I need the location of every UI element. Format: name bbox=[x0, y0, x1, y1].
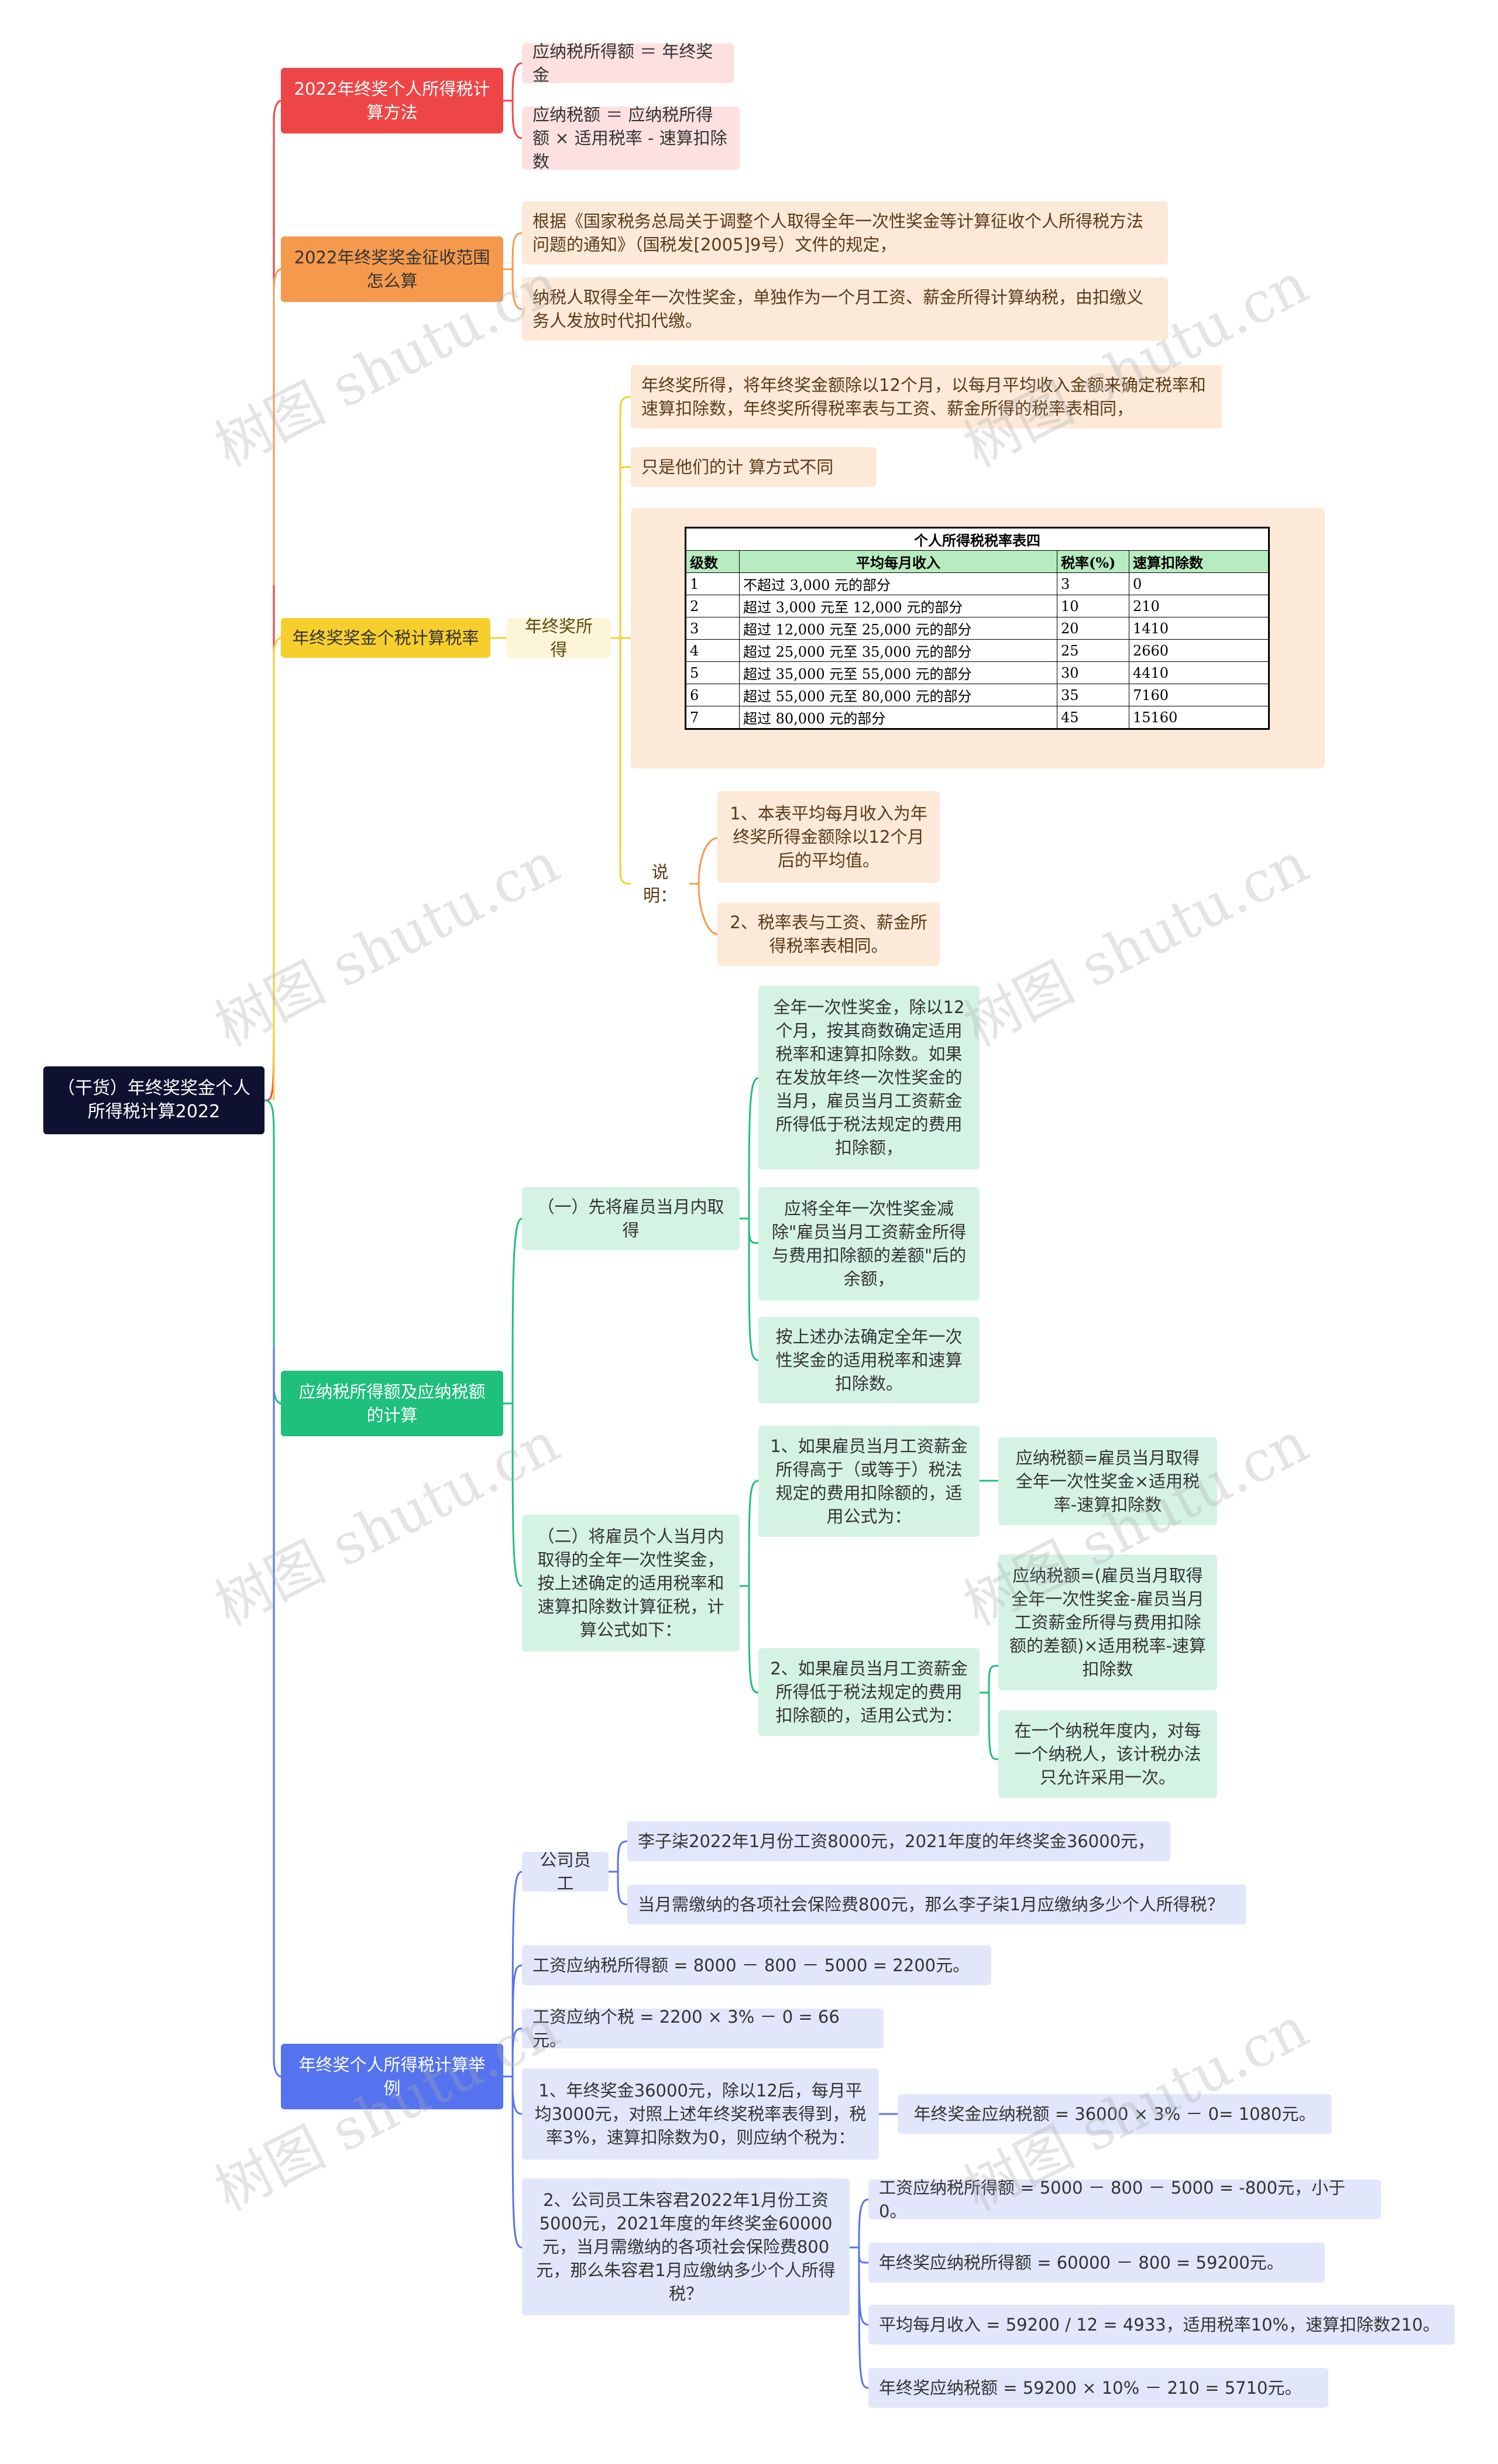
branch-rate[interactable]: 年终奖奖金个税计算税率 bbox=[281, 618, 490, 658]
table-cell: 5 bbox=[685, 661, 740, 684]
tax-table-header: 税率(%) bbox=[1057, 550, 1129, 573]
example-case2-monthly-average[interactable]: 平均每月收入 = 59200 / 12 = 4933，适用税率10%，速算扣除数… bbox=[868, 2305, 1455, 2345]
branch-scope[interactable]: 2022年终奖奖金征收范围怎么算 bbox=[281, 236, 503, 302]
example-case2-wage-taxable[interactable]: 工资应纳税所得额 = 5000 － 800 － 5000 = -800元，小于0… bbox=[868, 2178, 1381, 2221]
example-staff-salary[interactable]: 李子柒2022年1月份工资8000元，2021年度的年终奖金36000元， bbox=[627, 1821, 1170, 1861]
example-case1[interactable]: 1、年终奖金36000元，除以12后，每月平均3000元，对照上述年终奖税率表得… bbox=[522, 2068, 879, 2160]
branch-method[interactable]: 2022年终奖个人所得税计算方法 bbox=[281, 68, 503, 133]
scope-item-regulation[interactable]: 根据《国家税务总局关于调整个人取得全年一次性奖金等计算征收个人所得税方法问题的通… bbox=[522, 201, 1168, 265]
table-row: 2 超过 3,000 元至 12,000 元的部分 10 210 bbox=[685, 595, 1269, 617]
root-topic[interactable]: （干货）年终奖奖金个人所得税计算2022 bbox=[43, 1066, 264, 1134]
example-staff-question[interactable]: 当月需缴纳的各项社会保险费800元，那么李子柒1月应缴纳多少个人所得税？ bbox=[627, 1885, 1246, 1924]
table-cell: 4410 bbox=[1129, 661, 1269, 684]
calc-case1-condition[interactable]: 1、如果雇员当月工资薪金所得高于（或等于）税法规定的费用扣除额的，适用公式为： bbox=[758, 1426, 980, 1537]
tax-table-header: 级数 bbox=[685, 550, 740, 573]
table-cell: 210 bbox=[1129, 595, 1269, 617]
table-cell: 超过 3,000 元至 12,000 元的部分 bbox=[739, 595, 1057, 617]
table-cell: 6 bbox=[685, 684, 740, 706]
table-cell: 2660 bbox=[1129, 639, 1269, 662]
table-cell: 7160 bbox=[1129, 684, 1269, 706]
calc-case2-formula[interactable]: 应纳税额=(雇员当月取得全年一次性奖金-雇员当月工资薪金所得与费用扣除额的差额)… bbox=[998, 1554, 1217, 1690]
method-item-tax-formula[interactable]: 应纳税额 ＝ 应纳税所得额 × 适用税率 - 速算扣除数 bbox=[522, 105, 740, 171]
table-cell: 7 bbox=[685, 706, 740, 729]
method-item-taxable-income[interactable]: 应纳税所得额 ＝ 年终奖金 bbox=[522, 42, 734, 85]
table-cell: 15160 bbox=[1129, 706, 1269, 729]
table-cell: 2 bbox=[685, 595, 740, 617]
table-cell: 不超过 3,000 元的部分 bbox=[739, 572, 1057, 595]
table-row: 1 不超过 3,000 元的部分 3 0 bbox=[685, 572, 1269, 595]
table-cell: 1410 bbox=[1129, 617, 1269, 640]
example-wage-tax[interactable]: 工资应纳个税 = 2200 × 3% － 0 = 66元。 bbox=[522, 2007, 884, 2050]
table-row: 3 超过 12,000 元至 25,000 元的部分 20 1410 bbox=[685, 617, 1269, 640]
table-cell: 20 bbox=[1057, 617, 1129, 640]
table-cell: 10 bbox=[1057, 595, 1129, 617]
calc-case2-condition[interactable]: 2、如果雇员当月工资薪金所得低于税法规定的费用扣除额的，适用公式为： bbox=[758, 1648, 980, 1736]
branch-calc[interactable]: 应纳税所得额及应纳税额的计算 bbox=[281, 1371, 503, 1436]
table-cell: 超过 80,000 元的部分 bbox=[739, 706, 1057, 729]
table-cell: 0 bbox=[1129, 572, 1269, 595]
table-cell: 30 bbox=[1057, 661, 1129, 684]
tax-rate-table: 个人所得税税率表四 级数 平均每月收入 税率(%) 速算扣除数 1 不超过 3,… bbox=[685, 527, 1270, 730]
table-cell: 3 bbox=[685, 617, 740, 640]
rate-sub-annual-bonus[interactable]: 年终奖所得 bbox=[507, 616, 611, 660]
table-cell: 35 bbox=[1057, 684, 1129, 706]
rate-item-description[interactable]: 年终奖所得，将年终奖金额除以12个月，以每月平均收入金额来确定税率和速算扣除数，… bbox=[631, 365, 1222, 428]
table-row: 4 超过 25,000 元至 35,000 元的部分 25 2660 bbox=[685, 639, 1269, 662]
example-case1-result[interactable]: 年终奖金应纳税额 = 36000 × 3% － 0= 1080元。 bbox=[898, 2094, 1332, 2134]
example-wage-taxable[interactable]: 工资应纳税所得额 = 8000 － 800 － 5000 = 2200元。 bbox=[522, 1945, 991, 1985]
tax-table-caption: 个人所得税税率表四 bbox=[685, 527, 1269, 551]
calc-first-item-divide[interactable]: 全年一次性奖金，除以12个月，按其商数确定适用税率和速算扣除数。如果在发放年终一… bbox=[758, 986, 980, 1169]
calc-first-step[interactable]: （一）先将雇员当月内取得 bbox=[522, 1187, 740, 1250]
table-cell: 25 bbox=[1057, 639, 1129, 662]
table-cell: 1 bbox=[685, 572, 740, 595]
example-case2[interactable]: 2、公司员工朱容君2022年1月份工资5000元，2021年度的年终奖金6000… bbox=[522, 2178, 850, 2315]
table-cell: 3 bbox=[1057, 572, 1129, 595]
table-cell: 超过 35,000 元至 55,000 元的部分 bbox=[739, 661, 1057, 684]
table-cell: 4 bbox=[685, 639, 740, 662]
table-cell: 45 bbox=[1057, 706, 1129, 729]
rate-note-average[interactable]: 1、本表平均每月收入为年终奖所得金额除以12个月后的平均值。 bbox=[717, 791, 940, 883]
table-row: 6 超过 55,000 元至 80,000 元的部分 35 7160 bbox=[685, 684, 1269, 706]
calc-second-step[interactable]: （二）将雇员个人当月内取得的全年一次性奖金，按上述确定的适用税率和速算扣除数计算… bbox=[522, 1515, 740, 1652]
calc-case2-once-note[interactable]: 在一个纳税年度内，对每一个纳税人，该计税办法只允许采用一次。 bbox=[998, 1710, 1217, 1798]
rate-note-same-table[interactable]: 2、税率表与工资、薪金所得税率表相同。 bbox=[717, 902, 940, 966]
rate-note-label[interactable]: 说明： bbox=[643, 862, 677, 905]
table-row: 5 超过 35,000 元至 55,000 元的部分 30 4410 bbox=[685, 661, 1269, 684]
example-staff-label[interactable]: 公司员工 bbox=[522, 1850, 609, 1893]
calc-first-item-determine[interactable]: 按上述办法确定全年一次性奖金的适用税率和速算扣除数。 bbox=[758, 1317, 980, 1403]
table-row: 7 超过 80,000 元的部分 45 15160 bbox=[685, 706, 1269, 729]
rate-item-method-differs[interactable]: 只是他们的计 算方式不同 bbox=[631, 447, 877, 487]
table-cell: 超过 55,000 元至 80,000 元的部分 bbox=[739, 684, 1057, 706]
calc-case1-formula[interactable]: 应纳税额=雇员当月取得全年一次性奖金×适用税率-速算扣除数 bbox=[998, 1437, 1217, 1525]
scope-item-withholding[interactable]: 纳税人取得全年一次性奖金，单独作为一个月工资、薪金所得计算纳税，由扣缴义务人发放… bbox=[522, 277, 1168, 341]
calc-first-item-subtract[interactable]: 应将全年一次性奖金减除"雇员当月工资薪金所得与费用扣除额的差额"后的余额， bbox=[758, 1187, 980, 1300]
branch-example[interactable]: 年终奖个人所得税计算举例 bbox=[281, 2044, 503, 2109]
example-case2-bonus-tax[interactable]: 年终奖应纳税额 = 59200 × 10% － 210 = 5710元。 bbox=[868, 2368, 1328, 2408]
tax-table-header: 平均每月收入 bbox=[739, 550, 1057, 573]
tax-table-header: 速算扣除数 bbox=[1129, 550, 1269, 573]
table-cell: 超过 25,000 元至 35,000 元的部分 bbox=[739, 639, 1057, 662]
example-case2-bonus-taxable[interactable]: 年终奖应纳税所得额 = 60000 － 800 = 59200元。 bbox=[868, 2243, 1325, 2283]
tax-rate-table-container: 个人所得税税率表四 级数 平均每月收入 税率(%) 速算扣除数 1 不超过 3,… bbox=[631, 508, 1325, 768]
table-cell: 超过 12,000 元至 25,000 元的部分 bbox=[739, 617, 1057, 640]
